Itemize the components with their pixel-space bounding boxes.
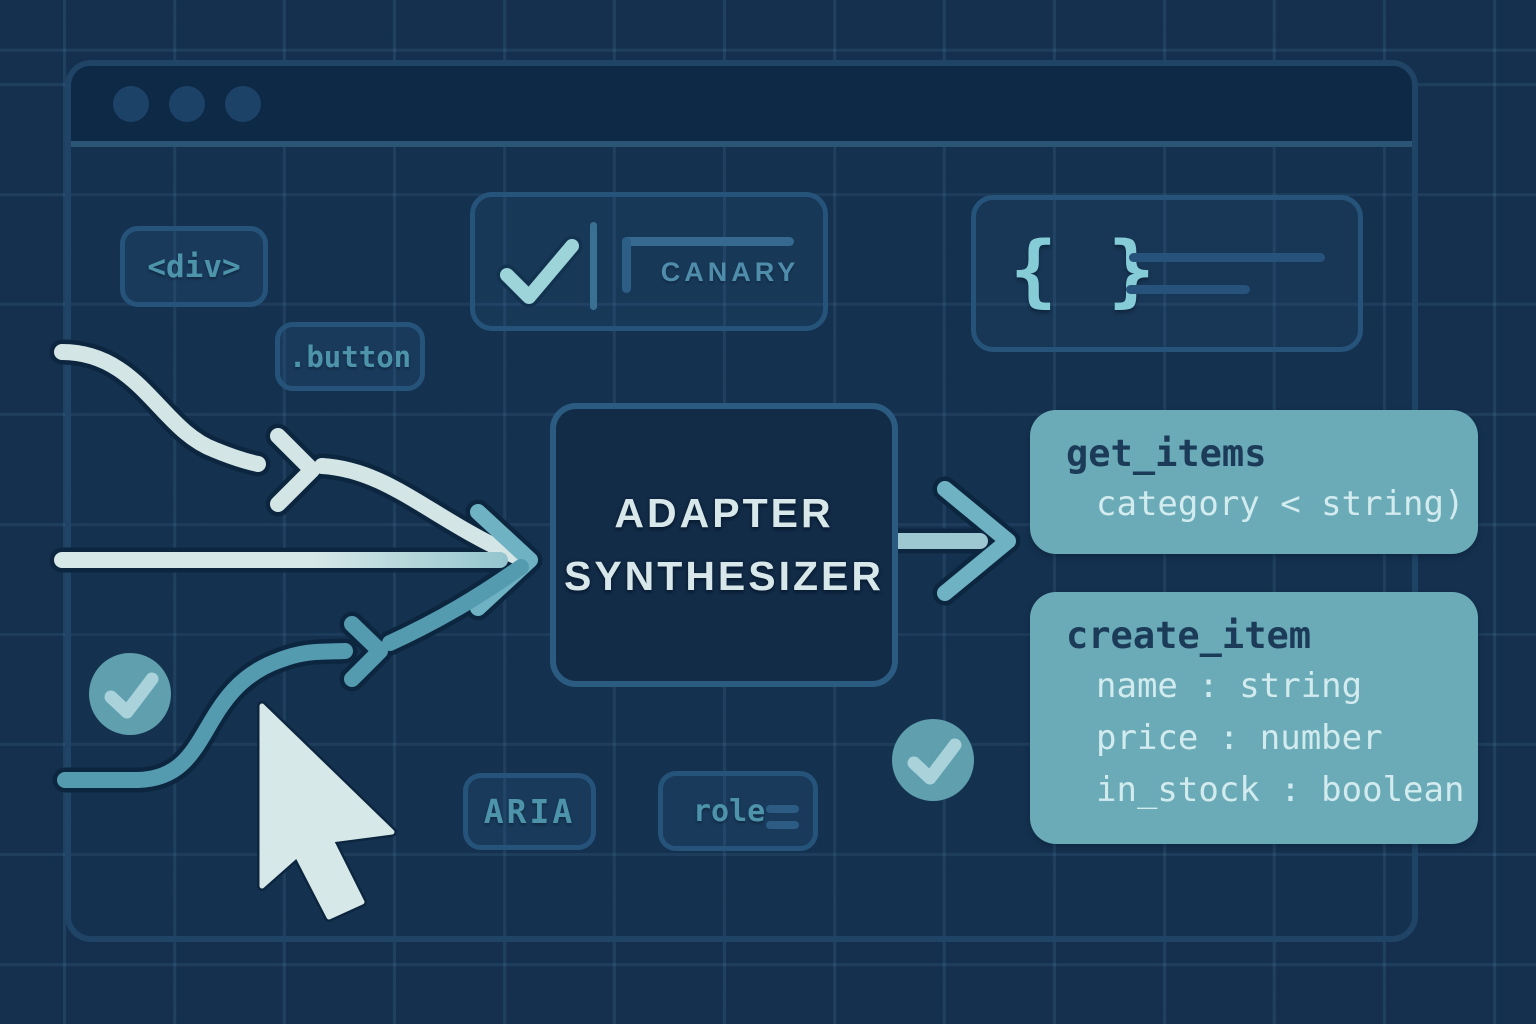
role-equals-lines bbox=[766, 805, 799, 829]
chip-aria: ARIA bbox=[463, 773, 596, 850]
chip-div-label: <div> bbox=[147, 248, 241, 285]
corner-bracket-icon bbox=[622, 237, 794, 246]
check-circle-icon bbox=[892, 719, 974, 801]
chip-div-tag: <div> bbox=[120, 226, 268, 307]
endpoint-param: in_stock : boolean bbox=[1096, 770, 1465, 810]
check-circle-icon bbox=[89, 653, 171, 735]
curly-braces-icon: { } bbox=[1010, 226, 1157, 316]
adapter-synthesizer-box: ADAPTER SYNTHESIZER bbox=[550, 403, 898, 687]
endpoint-name: create_item bbox=[1066, 614, 1312, 657]
endpoint-block-create-item: create_item name : string price : number… bbox=[1030, 592, 1478, 844]
corner-bracket-icon bbox=[622, 237, 631, 293]
window-control-dot bbox=[169, 85, 205, 122]
checkmark-icon bbox=[496, 235, 583, 308]
window-titlebar bbox=[71, 66, 1412, 147]
skeleton-text-line bbox=[1126, 285, 1250, 294]
divider bbox=[590, 222, 597, 310]
skeleton-text-line bbox=[1129, 253, 1325, 262]
window-control-dot bbox=[113, 85, 149, 122]
endpoint-name: get_items bbox=[1066, 432, 1267, 475]
endpoint-param: price : number bbox=[1096, 718, 1383, 758]
adapter-title-line1: ADAPTER bbox=[614, 490, 834, 536]
chip-button-label: .button bbox=[288, 339, 412, 374]
endpoint-block-get-items: get_items category < string) bbox=[1030, 410, 1478, 554]
chip-aria-label: ARIA bbox=[483, 792, 576, 831]
chip-role: role bbox=[658, 771, 818, 851]
schema-card: { } bbox=[971, 195, 1363, 352]
adapter-title-line2: SYNTHESIZER bbox=[563, 553, 885, 599]
window-control-dot bbox=[225, 85, 261, 122]
chip-button-class: .button bbox=[275, 322, 425, 391]
canary-feature-card: CANARY bbox=[470, 192, 828, 331]
canary-label: CANARY bbox=[660, 257, 800, 287]
chip-role-label: role bbox=[693, 793, 766, 829]
endpoint-param: name : string bbox=[1096, 666, 1363, 706]
endpoint-param: category < string) bbox=[1096, 484, 1465, 524]
